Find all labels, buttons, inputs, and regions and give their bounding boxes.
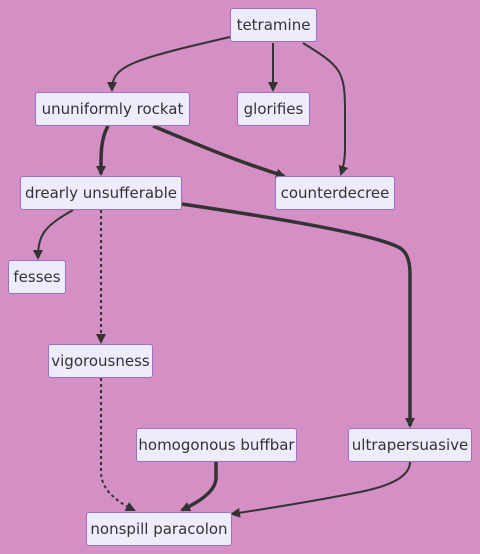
node-glorifies[interactable]: glorifies: [237, 92, 310, 126]
edge-ununiformly-rockat-to-counterdecree: [152, 124, 286, 179]
node-tetramine[interactable]: tetramine: [230, 8, 317, 42]
node-homogonous-buffbar[interactable]: homogonous buffbar: [136, 428, 297, 462]
node-ununiformly-rockat[interactable]: ununiformly rockat: [35, 92, 190, 126]
node-fesses[interactable]: fesses: [8, 260, 66, 294]
node-nonspill-paracolon[interactable]: nonspill paracolon: [86, 512, 232, 546]
node-vigorousness[interactable]: vigorousness: [48, 344, 153, 378]
edge-ultrapersuasive-to-nonspill-paracolon: [230, 461, 411, 518]
node-counterdecree[interactable]: counterdecree: [275, 176, 395, 210]
edge-vigorousness-to-nonspill-paracolon: [100, 378, 136, 512]
edge-drearly-unsufferable-to-ultrapersuasive: [181, 202, 415, 428]
edge-ununiformly-rockat-to-drearly-unsufferable: [95, 125, 110, 176]
edge-homogonous-buffbar-to-nonspill-paracolon: [180, 462, 218, 512]
edge-tetramine-to-counterdecree: [302, 42, 349, 176]
edge-tetramine-to-ununiformly-rockat: [107, 36, 231, 92]
edge-drearly-unsufferable-to-fesses: [33, 209, 74, 260]
node-drearly-unsufferable[interactable]: drearly unsufferable: [20, 176, 182, 210]
node-ultrapersuasive[interactable]: ultrapersuasive: [348, 428, 472, 462]
